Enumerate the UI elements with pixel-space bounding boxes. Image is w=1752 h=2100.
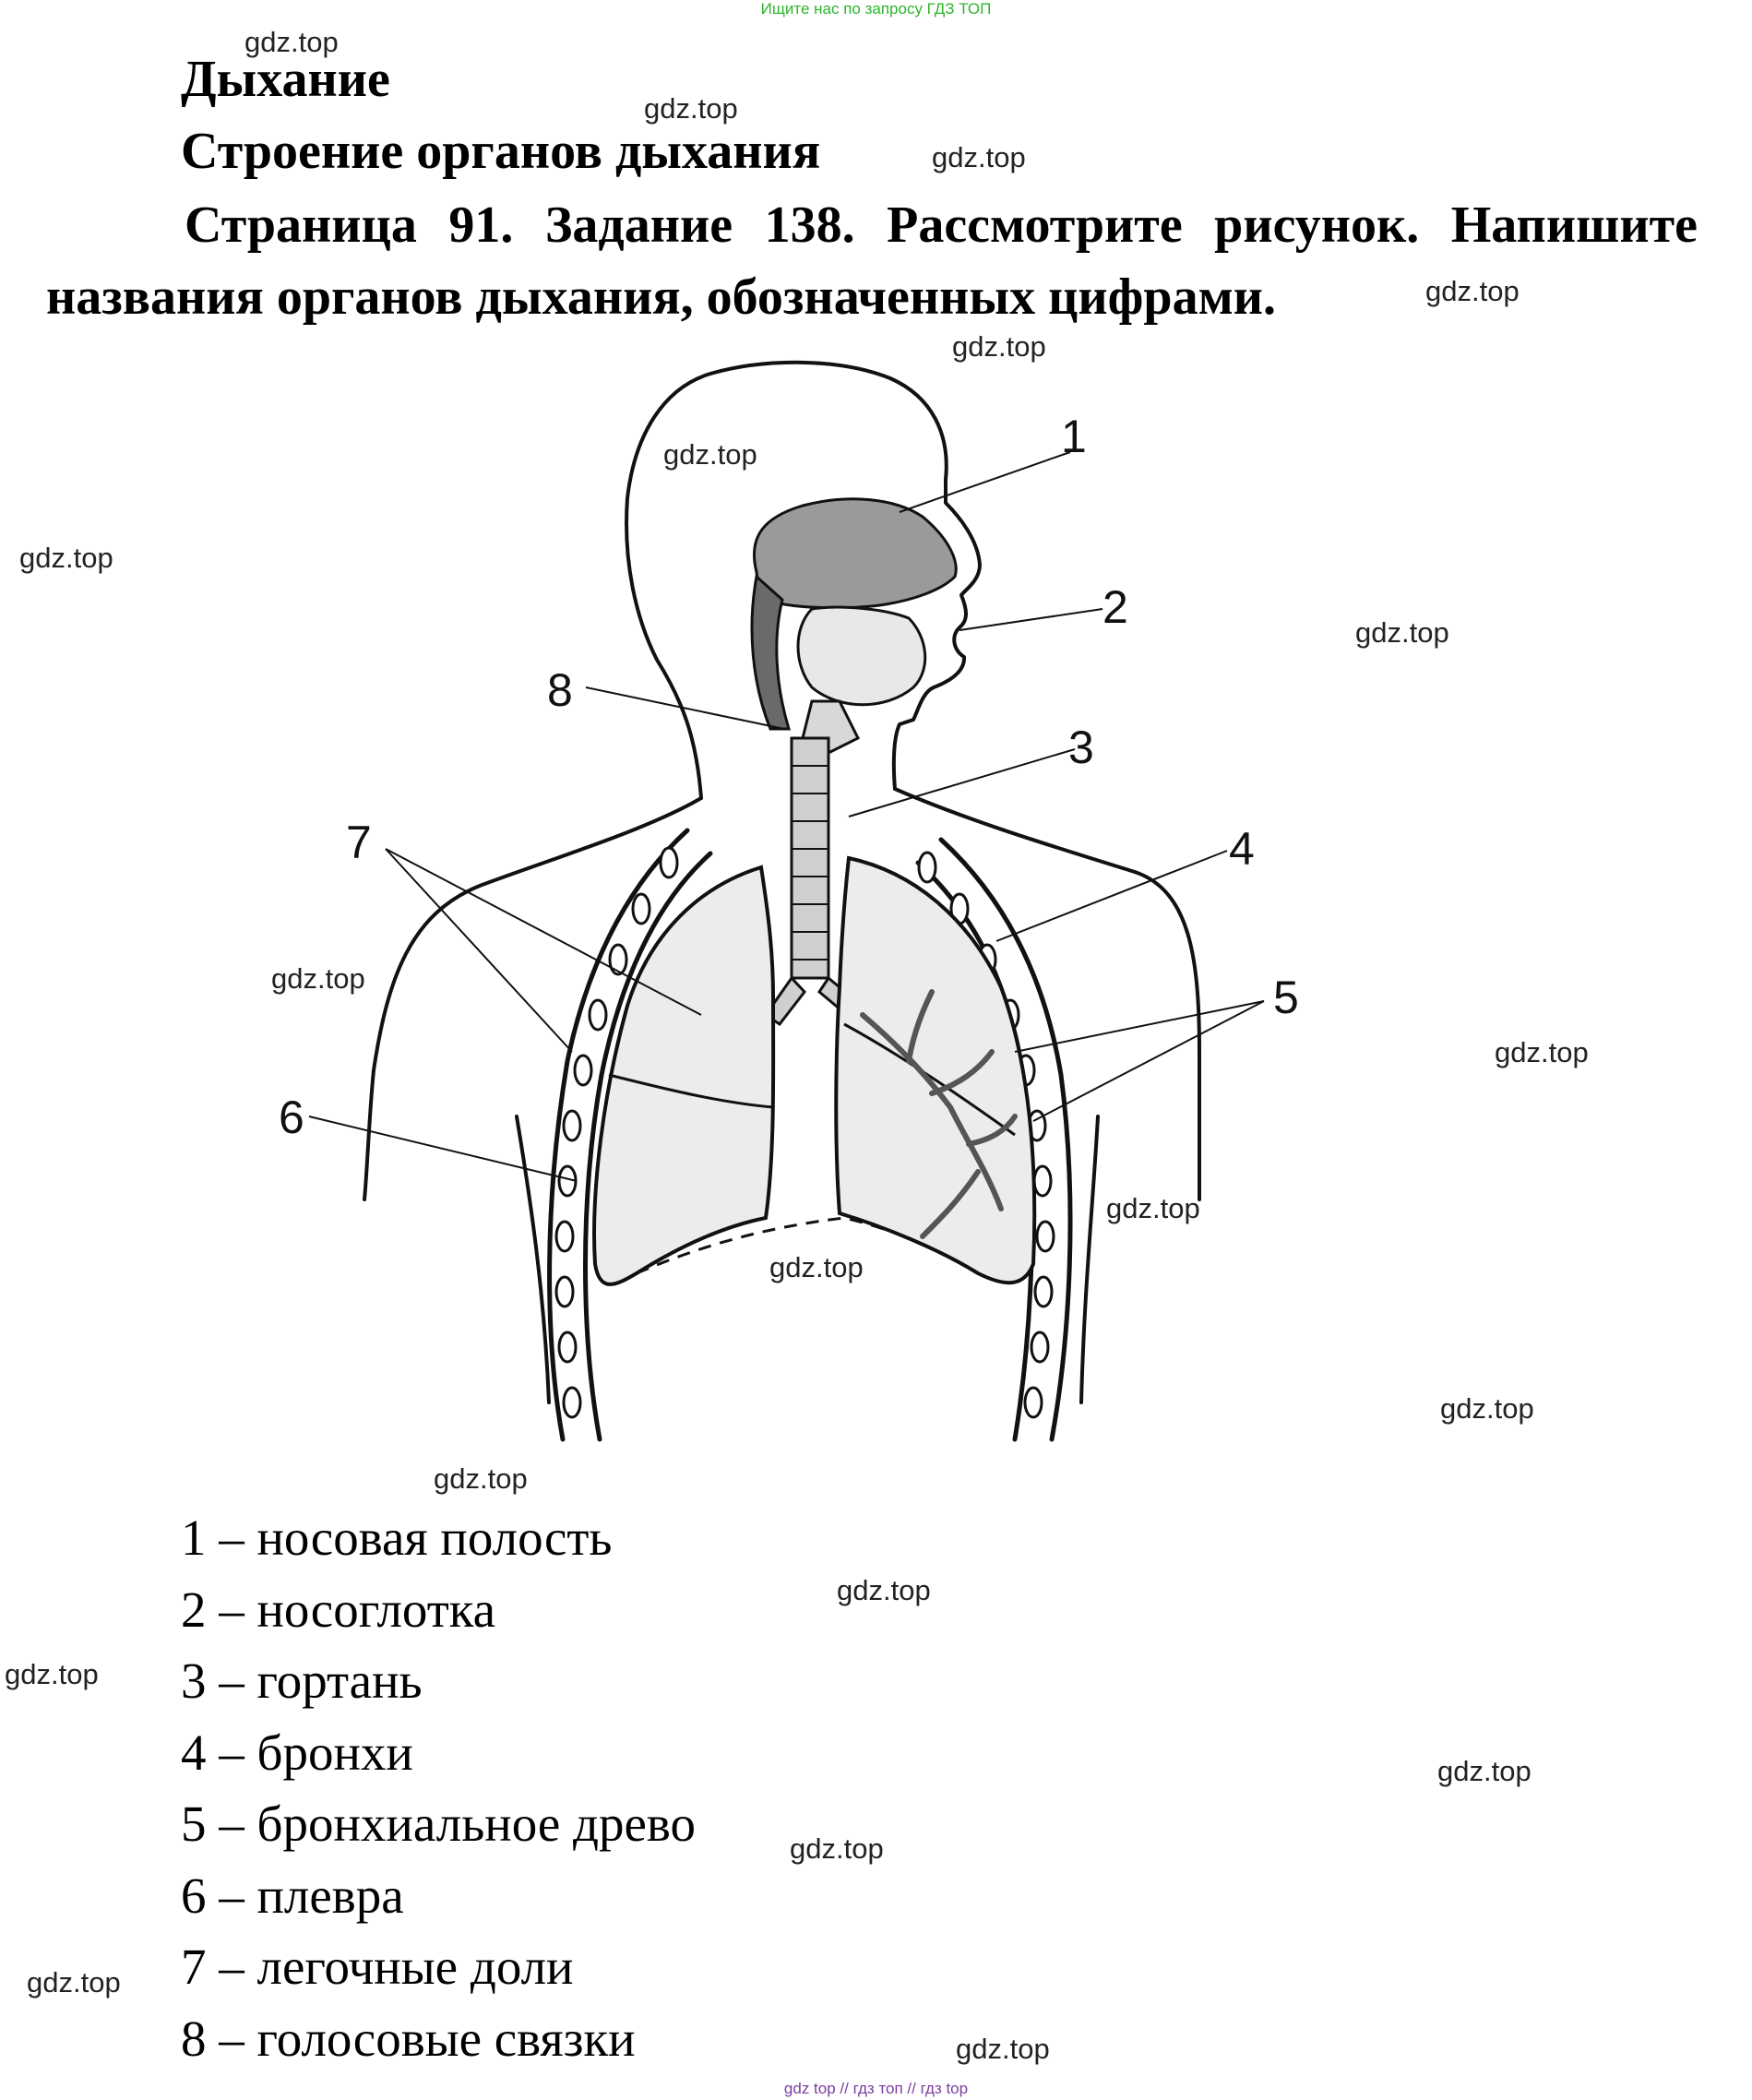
watermark: gdz.top	[271, 962, 365, 995]
answer-item: 2 – носоглотка	[181, 1574, 696, 1646]
answer-item: 8 – голосовые связки	[181, 2003, 696, 2075]
watermark: gdz.top	[5, 1658, 99, 1690]
task-text: Страница 91. Задание 138. Рассмотрите ри…	[46, 189, 1698, 333]
watermark: gdz.top	[27, 1966, 121, 1999]
watermark: gdz.top	[1106, 1192, 1200, 1224]
answer-text: – легочные доли	[219, 1939, 574, 1995]
watermark: gdz.top	[1440, 1392, 1534, 1425]
figure-label-7: 7	[346, 817, 372, 868]
figure-label-4: 4	[1229, 823, 1255, 875]
answer-item: 3 – гортань	[181, 1645, 696, 1717]
section-title: Строение органов дыхания	[181, 123, 821, 180]
watermark: gdz.top	[244, 26, 339, 58]
watermark: gdz.top	[434, 1462, 528, 1495]
answer-number: 1	[181, 1509, 207, 1566]
answer-text: – голосовые связки	[219, 2010, 636, 2067]
figure-label-8: 8	[547, 664, 573, 716]
answer-item: 7 – легочные доли	[181, 1931, 696, 2003]
watermark: gdz.top	[837, 1574, 931, 1606]
figure-label-5: 5	[1273, 972, 1299, 1023]
chapter-title: Дыхание	[181, 51, 390, 108]
watermark: gdz.top	[952, 330, 1046, 363]
left-lung	[592, 865, 776, 1286]
pharynx	[750, 574, 792, 731]
answer-list: 1 – носовая полость 2 – носоглотка 3 – г…	[181, 1502, 696, 2074]
answer-text: – плевра	[219, 1867, 404, 1924]
watermark: gdz.top	[1437, 1755, 1532, 1787]
figure-label-6: 6	[279, 1092, 304, 1143]
figure-label-1: 1	[1061, 411, 1087, 462]
head-outline	[625, 360, 982, 800]
figure-label-3: 3	[1068, 722, 1094, 773]
answer-text: – бронхи	[219, 1724, 413, 1781]
answer-number: 8	[181, 2010, 207, 2067]
torso-outline	[363, 796, 703, 1201]
watermark: gdz.top	[790, 1832, 884, 1865]
answer-number: 4	[181, 1724, 207, 1781]
answer-item: 4 – бронхи	[181, 1717, 696, 1789]
answer-text: – бронхиальное древо	[219, 1796, 697, 1852]
answer-number: 6	[181, 1867, 207, 1924]
answer-item: 5 – бронхиальное древо	[181, 1788, 696, 1860]
task-paragraph: Страница 91. Задание 138. Рассмотрите ри…	[46, 197, 1698, 326]
trachea	[790, 736, 830, 980]
watermark: gdz.top	[644, 92, 738, 125]
search-hint: Ищите нас по запросу ГДЗ ТОП	[760, 0, 992, 18]
watermark: gdz.top	[1495, 1036, 1589, 1068]
watermark: gdz.top	[663, 438, 757, 471]
watermark: gdz.top	[1425, 275, 1520, 307]
answer-number: 2	[181, 1581, 207, 1638]
answer-item: 6 – плевра	[181, 1860, 696, 1932]
figure-label-2: 2	[1102, 581, 1128, 633]
answer-number: 5	[181, 1796, 207, 1852]
answer-item: 1 – носовая полость	[181, 1502, 696, 1574]
watermark: gdz.top	[956, 2033, 1050, 2065]
watermark: gdz.top	[769, 1251, 864, 1283]
answer-number: 3	[181, 1653, 207, 1709]
right-lung	[834, 855, 1037, 1285]
footer-note: gdz top // гдз топ // гдз top	[783, 2080, 969, 2097]
watermark: gdz.top	[1355, 616, 1449, 649]
answer-text: – носовая полость	[219, 1509, 613, 1566]
respiratory-system-figure: 1 2 3 4 5 6 7 8	[279, 360, 1299, 1442]
answer-text: – гортань	[219, 1653, 423, 1709]
watermark: gdz.top	[932, 141, 1026, 173]
answer-text: – носоглотка	[219, 1581, 496, 1638]
nasal-cavity	[752, 497, 958, 610]
watermark: gdz.top	[19, 542, 113, 574]
answer-number: 7	[181, 1939, 207, 1995]
